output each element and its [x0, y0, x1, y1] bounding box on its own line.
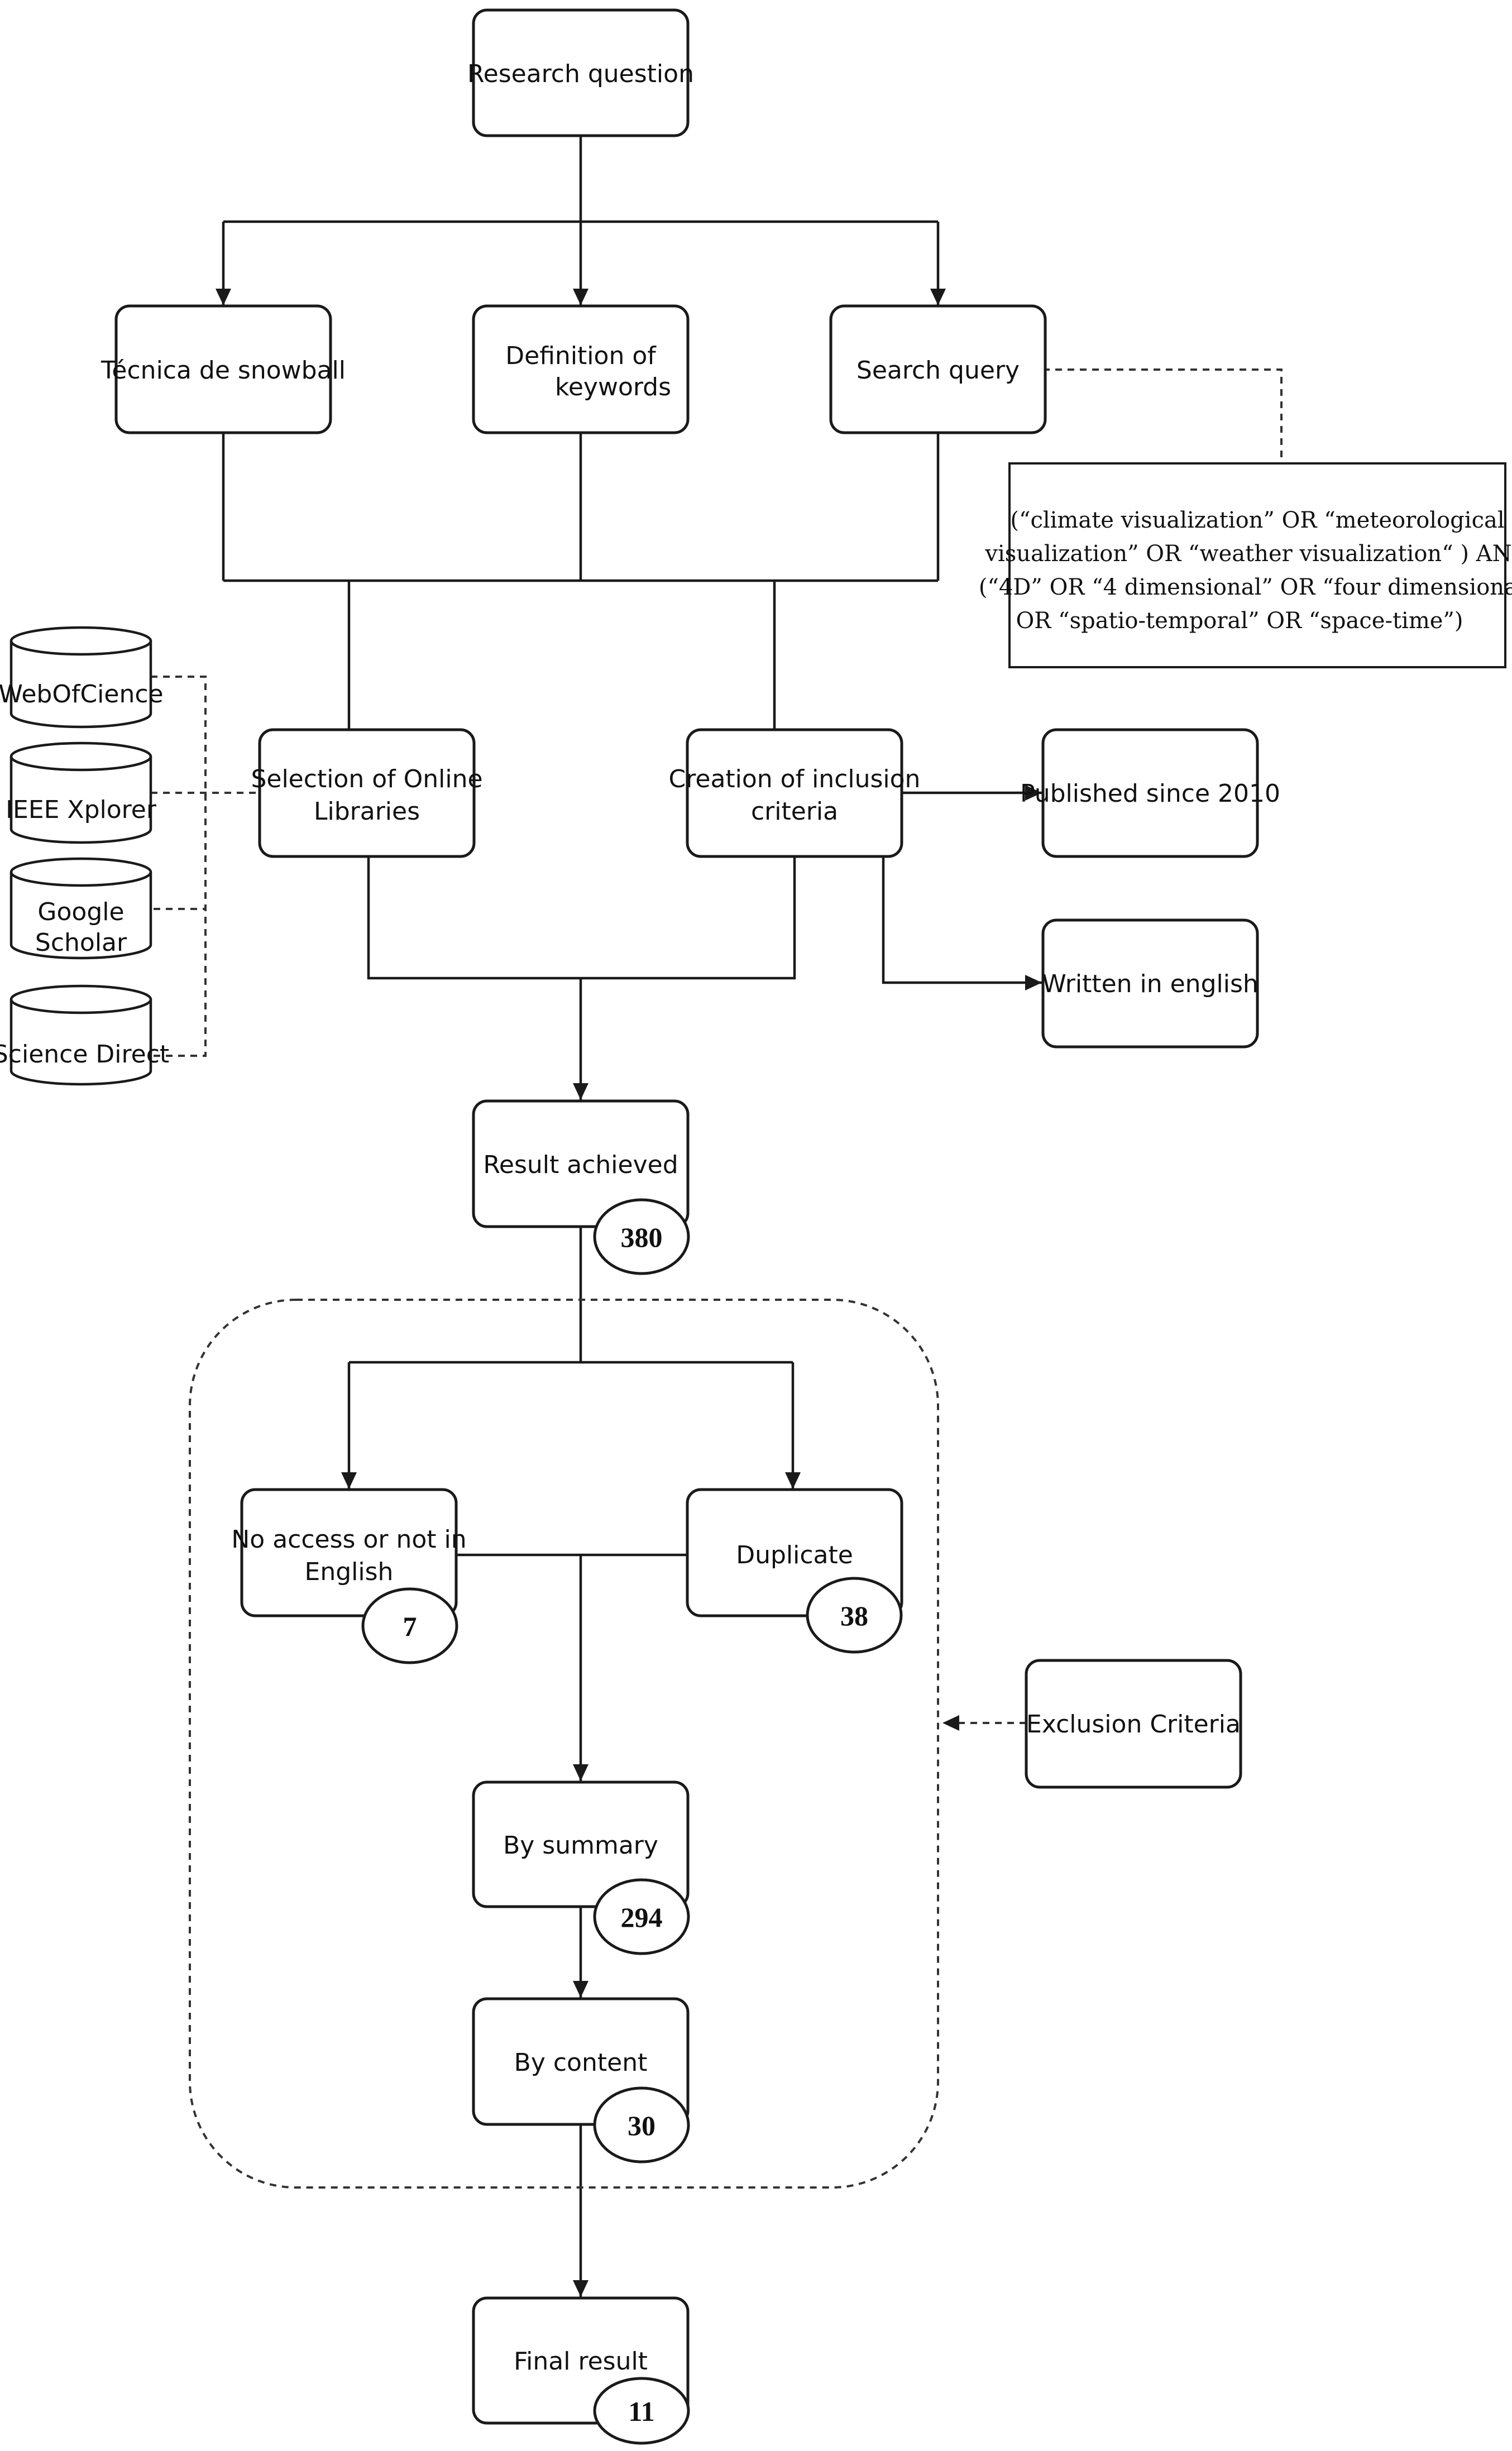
count-badge-final: 11 — [593, 2377, 690, 2445]
inclusion-label-line2: criteria — [751, 797, 838, 826]
keywords-label-line1: Definition of — [505, 342, 657, 370]
result-box: Result achieved — [472, 1099, 690, 1228]
query-line-2: visualization” OR “weather visualization… — [984, 541, 1512, 567]
db-google-scholar-label-line1: Google — [37, 898, 124, 926]
dash-query-link — [1043, 368, 1283, 463]
by-summary-label: By summary — [503, 1831, 658, 1860]
db-science-direct: Science Direct — [0, 984, 169, 1086]
connectors — [151, 136, 1283, 2297]
count-by-content: 30 — [628, 2110, 655, 2141]
research-question-box: Research question — [467, 8, 694, 137]
edge-selection-down — [367, 856, 796, 980]
inclusion-label-line1: Creation of inclusion — [669, 765, 921, 793]
count-final: 11 — [628, 2396, 654, 2427]
selection-box: Selection of Online Libraries — [251, 728, 483, 858]
db-webofcience-label: WebOfCience — [0, 680, 164, 709]
no-access-box: No access or not in English — [231, 1488, 467, 1617]
count-badge-no-access: 7 — [361, 1587, 458, 1664]
snowball-label: Técnica de snowball — [101, 356, 346, 385]
query-line-1: (“climate visualization” OR “meteorologi… — [1010, 508, 1504, 533]
selection-label-line2: Libraries — [314, 797, 420, 826]
final-result-label: Final result — [514, 2347, 648, 2376]
result-label: Result achieved — [483, 1151, 678, 1179]
exclusion-criteria-label: Exclusion Criteria — [1026, 1710, 1241, 1739]
db-ieee-xplorer-label: IEEE Xplorer — [6, 796, 157, 824]
keywords-box: Definition of keywords — [472, 304, 690, 434]
published-label: Published since 2010 — [1020, 779, 1280, 808]
selection-label-line1: Selection of Online — [251, 765, 482, 793]
db-google-scholar-label-line2: Scholar — [35, 928, 127, 957]
search-query-label: Search query — [857, 356, 1020, 385]
query-line-3: (“4D” OR “4 dimensional” OR “four dimens… — [979, 575, 1512, 600]
snowball-box: Técnica de snowball — [101, 304, 346, 434]
db-webofcience: WebOfCience — [0, 626, 164, 729]
count-duplicate: 38 — [840, 1600, 868, 1631]
query-string-box: (“climate visualization” OR “meteorologi… — [979, 462, 1512, 668]
count-by-summary: 294 — [621, 1902, 663, 1933]
db-science-direct-label: Science Direct — [0, 1040, 169, 1069]
edge-to-written — [882, 856, 1042, 990]
by-content-label: By content — [514, 2048, 648, 2077]
count-badge-by-summary: 294 — [593, 1878, 690, 1955]
count-badge-by-content: 30 — [593, 2086, 690, 2163]
duplicate-label: Duplicate — [736, 1541, 853, 1569]
count-badge-duplicate: 38 — [806, 1577, 903, 1654]
count-no-access: 7 — [403, 1611, 417, 1642]
exclusion-group — [189, 1299, 939, 2189]
db-ieee-xplorer: IEEE Xplorer — [6, 741, 157, 844]
by-summary-box: By summary — [472, 1780, 690, 1908]
count-result: 380 — [621, 1222, 663, 1253]
keywords-label-line2: keywords — [555, 373, 671, 401]
dash-libraries-bracket — [151, 676, 207, 1057]
search-query-box: Search query — [829, 304, 1047, 434]
written-box: Written in english — [1041, 918, 1259, 1049]
research-question-label: Research question — [467, 60, 694, 88]
inclusion-box: Creation of inclusion criteria — [669, 728, 921, 858]
db-google-scholar: Google Scholar — [9, 857, 152, 960]
written-label: Written in english — [1042, 970, 1259, 998]
exclusion-criteria-box: Exclusion Criteria — [1025, 1659, 1242, 1789]
no-access-label-line1: No access or not in — [231, 1525, 466, 1554]
count-badge-result: 380 — [593, 1198, 690, 1275]
published-box: Published since 2010 — [1020, 728, 1280, 858]
no-access-label-line2: English — [305, 1558, 394, 1586]
query-line-4: OR “spatio-temporal” OR “space-time”) — [1016, 608, 1463, 634]
